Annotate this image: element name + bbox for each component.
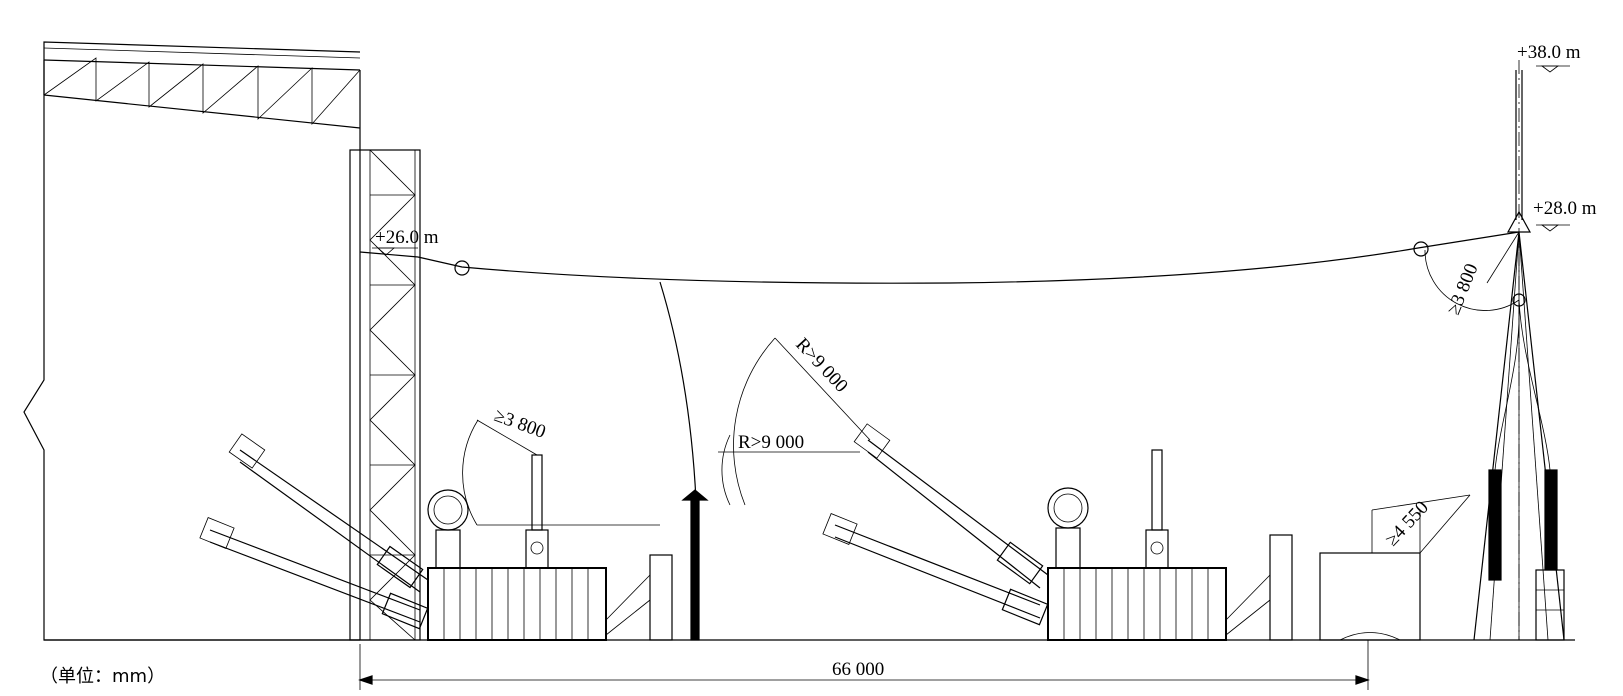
- arrester-left: [1488, 469, 1502, 581]
- elevation-markers: [372, 65, 1570, 256]
- clearance-right-label: ≥3 800: [1443, 261, 1482, 318]
- elevation-left-label: +26.0 m: [375, 227, 439, 248]
- elevation-mid-label: +28.0 m: [1533, 198, 1597, 219]
- right-gantry-mast: [1473, 60, 1565, 641]
- transformer-2: [822, 423, 1293, 641]
- building-outline: [23, 41, 361, 641]
- insulator-left: [454, 260, 470, 276]
- roof-truss: [43, 57, 361, 129]
- arrester-right: [1544, 469, 1558, 571]
- clearance-arcs: [462, 231, 1520, 554]
- span-dimension: [358, 640, 1370, 690]
- center-arrester: [690, 499, 700, 641]
- unit-note: （单位：mm）: [40, 666, 165, 687]
- transformer-1: [199, 433, 673, 641]
- clearance-wall-label: ≥4 550: [1381, 497, 1433, 550]
- span-dimension-label: 66 000: [832, 659, 884, 680]
- insulator-right: [1413, 241, 1429, 257]
- elevation-top-label: +38.0 m: [1517, 42, 1581, 63]
- clearance-left-label: ≥3 800: [491, 405, 548, 443]
- radius-lower-label: R>9 000: [738, 432, 804, 453]
- building: [23, 41, 361, 641]
